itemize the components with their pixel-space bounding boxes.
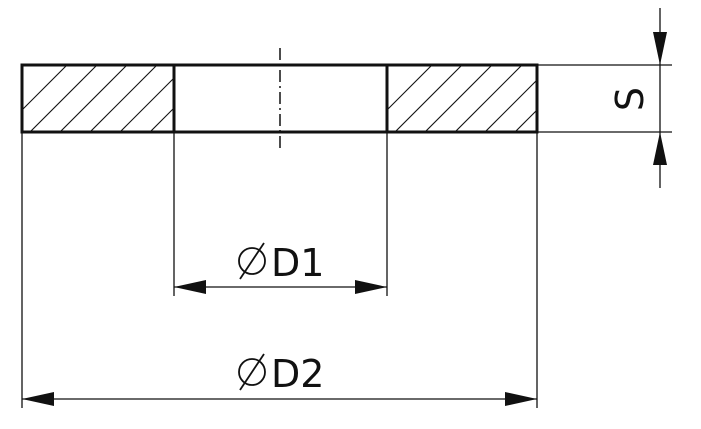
d1-arrow-left <box>174 280 206 294</box>
outer-diameter-dimension: D2 <box>21 132 538 408</box>
left-section-hatch <box>22 65 174 132</box>
thickness-arrow-bottom <box>653 132 667 165</box>
thickness-label: S <box>608 87 652 111</box>
thickness-dimension: S <box>537 8 672 188</box>
d2-label: D2 <box>271 352 324 396</box>
diameter-symbol-icon <box>238 242 266 280</box>
d2-arrow-left <box>22 392 54 406</box>
thickness-arrow-top <box>653 32 667 65</box>
right-section-hatch <box>387 65 537 132</box>
diameter-symbol-icon <box>238 353 266 391</box>
d1-label: D1 <box>271 241 324 285</box>
d1-arrow-right <box>355 280 387 294</box>
d2-arrow-right <box>505 392 537 406</box>
inner-diameter-dimension: D1 <box>173 132 388 296</box>
